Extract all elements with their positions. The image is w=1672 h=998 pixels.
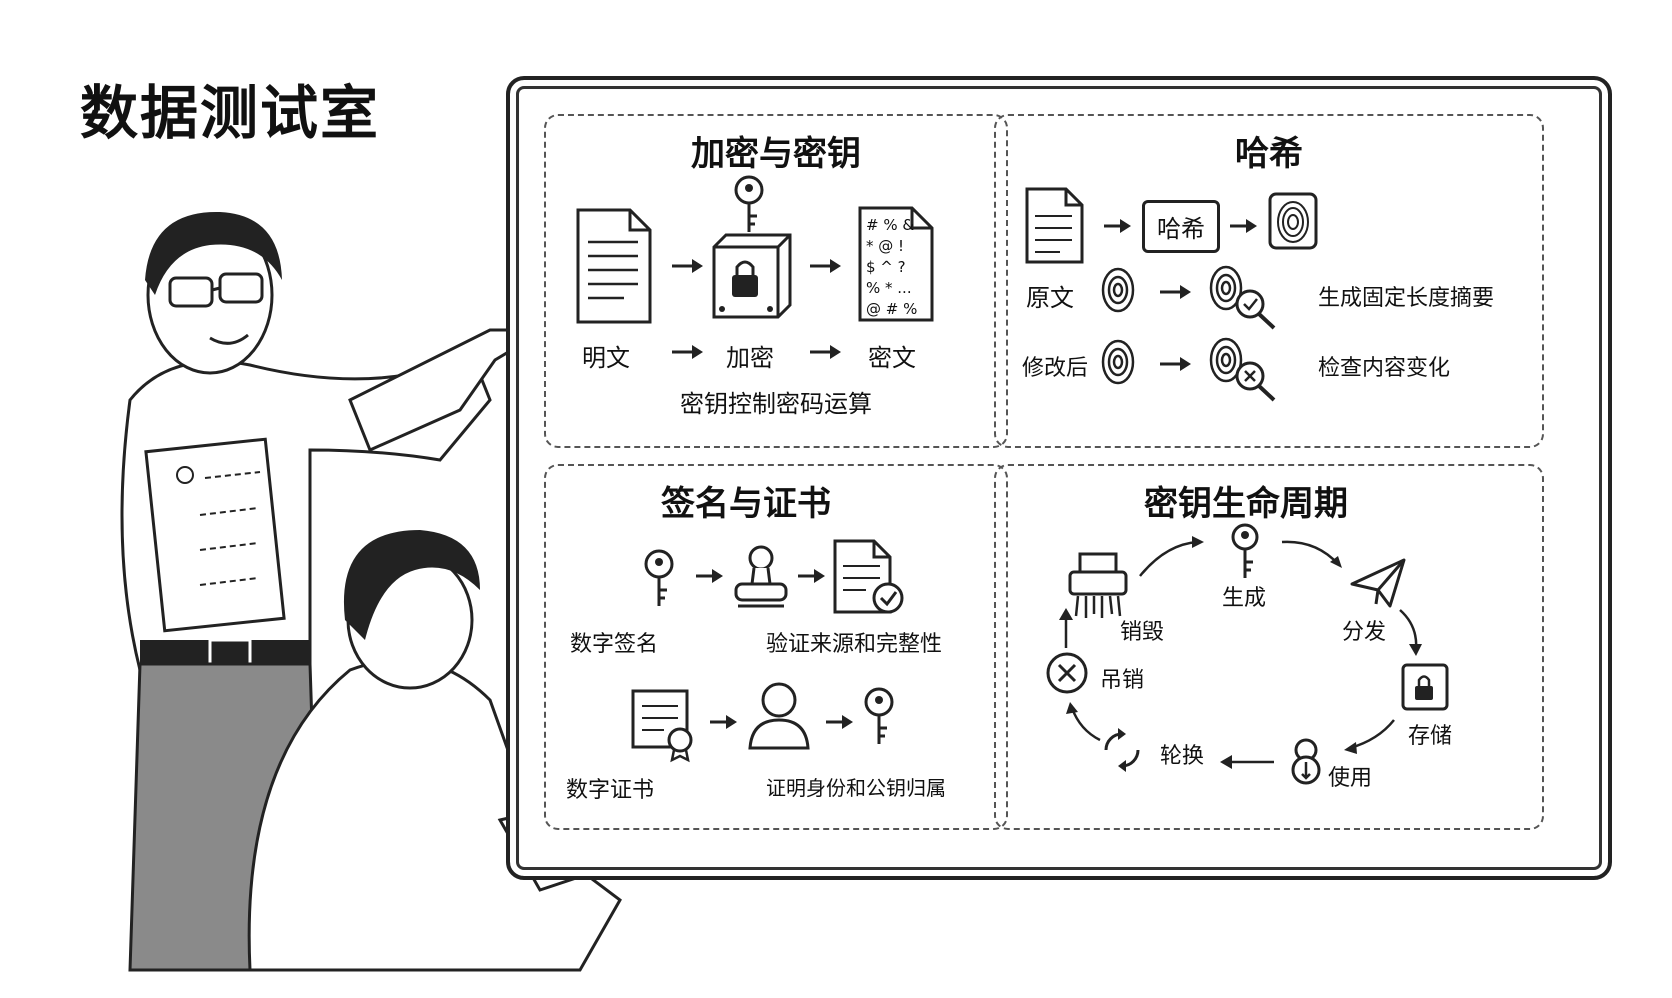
panel-encryption: 加密与密钥 # % & * @ ! $ ^ ? % * ... @ # %	[544, 114, 1008, 448]
cipher-glyph-line: # % &	[866, 216, 915, 234]
label-encrypt: 加密	[726, 344, 774, 372]
cipher-document-icon	[858, 206, 934, 322]
key-icon	[1231, 523, 1259, 578]
signature-row2-note: 证明身份和公钥归属	[766, 776, 946, 800]
arrow-icon	[798, 569, 825, 583]
document-icon	[576, 208, 652, 324]
stage-rotate-label: 轮换	[1160, 744, 1205, 769]
key-icon	[734, 175, 764, 232]
stamp-icon	[734, 545, 788, 608]
panel-encryption-title: 加密与密钥	[691, 134, 861, 174]
cipher-glyph-line: * @ !	[866, 237, 905, 255]
signature-row1-label: 数字签名	[570, 632, 659, 657]
hash-row-label: 原文	[1026, 284, 1074, 312]
hash-row-label: 修改后	[1022, 356, 1089, 381]
arrow-icon	[1139, 536, 1204, 577]
hash-row-note: 生成固定长度摘要	[1318, 286, 1495, 311]
arrow-icon	[696, 569, 723, 583]
stage-revoke-label: 吊销	[1100, 668, 1145, 693]
arrow-icon	[1066, 702, 1101, 742]
arrow-icon	[1059, 608, 1073, 648]
arrow-icon	[710, 715, 737, 729]
arrow-icon	[810, 259, 841, 273]
safe-icon	[1401, 663, 1449, 711]
document-icon	[1025, 187, 1084, 264]
fingerprint-icon	[1101, 339, 1135, 385]
arrow-icon	[672, 345, 703, 359]
key-icon	[864, 687, 894, 744]
arrow-icon	[1399, 609, 1422, 656]
label-ciphertext: 密文	[868, 344, 916, 372]
cancel-icon	[1046, 652, 1088, 694]
stage-generate-label: 生成	[1222, 586, 1267, 611]
arrow-icon	[1160, 285, 1191, 299]
label-plaintext: 明文	[582, 344, 630, 372]
lock-box-icon	[712, 233, 792, 319]
arrow-icon	[1220, 755, 1274, 769]
fingerprint-check-icon	[1209, 265, 1276, 330]
certificate-icon	[631, 689, 693, 763]
hash-row-note: 检查内容变化	[1318, 356, 1451, 381]
fingerprint-icon	[1101, 267, 1135, 313]
use-key-icon	[1291, 738, 1321, 785]
stage-distribute-label: 分发	[1342, 620, 1387, 645]
arrow-icon	[1281, 540, 1342, 568]
signed-document-icon	[833, 539, 904, 614]
whiteboard: 加密与密钥 # % & * @ ! $ ^ ? % * ... @ # %	[506, 76, 1612, 880]
key-icon	[644, 549, 674, 606]
signature-row1-note: 验证来源和完整性	[766, 632, 943, 657]
panel-hashing: 哈希 哈希 原文 生成固定长度摘要 修改后 检查内容变化	[994, 114, 1544, 448]
panel-lifecycle: 密钥生命周期 销毁 生成 分发 存	[994, 464, 1544, 830]
stage-destroy-label: 销毁	[1120, 620, 1165, 645]
panel-signature: 签名与证书 数字签名 验证来源和完整性	[544, 464, 1008, 830]
panel-lifecycle-title: 密钥生命周期	[1144, 484, 1348, 524]
page-title: 数据测试室	[80, 79, 381, 147]
shredder-icon	[1068, 552, 1128, 618]
arrow-icon	[826, 715, 853, 729]
fingerprint-cross-icon	[1209, 337, 1276, 402]
fingerprint-icon	[1268, 192, 1318, 250]
cipher-glyph-line: % * ...	[866, 279, 912, 297]
signature-row2-label: 数字证书	[566, 778, 655, 803]
stage-use-label: 使用	[1328, 766, 1373, 791]
person-icon	[748, 682, 810, 750]
encryption-caption: 密钥控制密码运算	[680, 390, 872, 418]
panel-hashing-title: 哈希	[1235, 134, 1303, 174]
hash-box: 哈希	[1142, 200, 1220, 253]
cipher-glyph-line: $ ^ ?	[866, 258, 906, 276]
arrow-icon	[1104, 219, 1131, 233]
paper-plane-icon	[1350, 558, 1406, 608]
arrow-icon	[1160, 357, 1191, 371]
cycle-icon	[1104, 728, 1140, 772]
stage-store-label: 存储	[1408, 724, 1453, 749]
panel-signature-title: 签名与证书	[661, 484, 831, 524]
teacher-illustration	[120, 211, 663, 972]
arrow-icon	[810, 345, 841, 359]
arrow-icon	[1230, 219, 1257, 233]
cipher-glyph-line: @ # %	[866, 300, 918, 318]
arrow-icon	[672, 259, 703, 273]
arrow-icon	[1344, 719, 1395, 754]
